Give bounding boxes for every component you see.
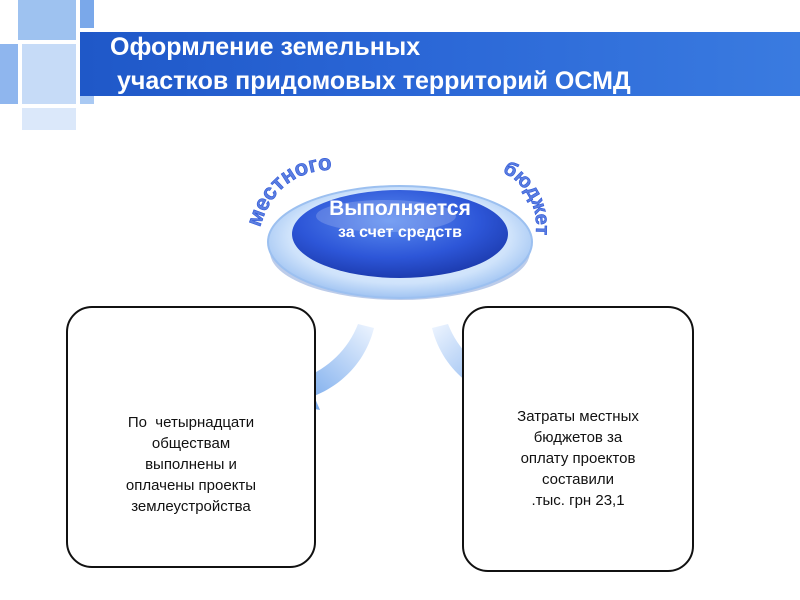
center-subline: за счет средств [338, 224, 462, 241]
center-label: Выполняется за счет средств [290, 196, 510, 244]
slide-title: Оформление земельных участков придомовых… [110, 33, 631, 95]
center-ellipse-graphic: местного бюджета [240, 150, 553, 300]
deco-square [22, 108, 76, 130]
center-headline: Выполняется [329, 197, 471, 220]
ellipse-core [292, 190, 508, 278]
deco-square [18, 0, 76, 40]
info-box-right-text: Затраты местных бюджетов за оплату проек… [517, 408, 639, 509]
info-box-right: Затраты местных бюджетов за оплату проек… [462, 306, 694, 572]
deco-square [0, 44, 18, 104]
header-band [80, 32, 800, 96]
ellipse-highlight [316, 200, 456, 232]
deco-square [80, 0, 94, 28]
info-box-left: По четырнадцати обществам выполнены и оп… [66, 306, 316, 568]
deco-square [22, 44, 76, 104]
info-box-left-text: По четырнадцати обществам выполнены и оп… [125, 414, 257, 515]
